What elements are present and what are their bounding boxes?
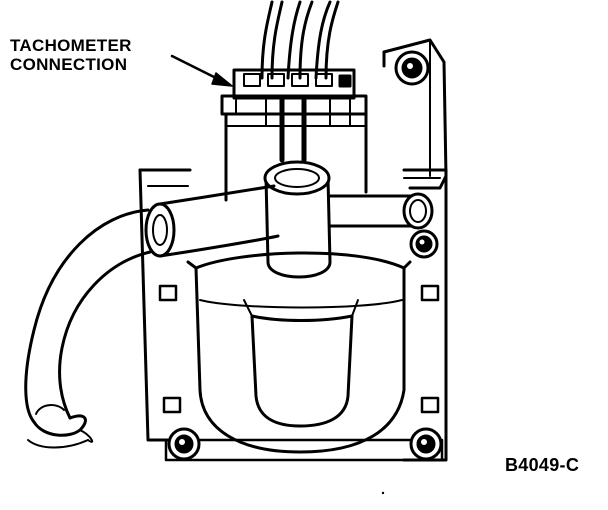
- coil-side-cylinder: [328, 192, 434, 230]
- high-tension-boot: [144, 184, 280, 258]
- secondary-tower: [263, 160, 332, 279]
- figure-id: B4049-C: [505, 455, 580, 475]
- bracket-slots: [158, 284, 440, 414]
- high-tension-cable: [24, 208, 152, 449]
- bottom-mounting-plate: [164, 438, 444, 462]
- mounting-bolt-lower-right: [409, 427, 443, 461]
- coil-lower-body: [186, 251, 412, 454]
- mounting-bracket: [138, 38, 448, 462]
- stray-mark: [381, 491, 385, 495]
- mounting-bolt-right-mid: [409, 229, 439, 259]
- coil-upper-body: [220, 94, 368, 202]
- tachometer-connector: [232, 68, 356, 100]
- callout-leader-arrow: [170, 54, 233, 87]
- tachometer-connection-callout: TACHOMETER CONNECTION: [10, 36, 132, 74]
- mounting-bolt-lower-left: [167, 427, 201, 461]
- callout-line-1: TACHOMETER: [10, 36, 132, 55]
- callout-line-2: CONNECTION: [10, 55, 128, 74]
- wire-harness: [260, 0, 340, 80]
